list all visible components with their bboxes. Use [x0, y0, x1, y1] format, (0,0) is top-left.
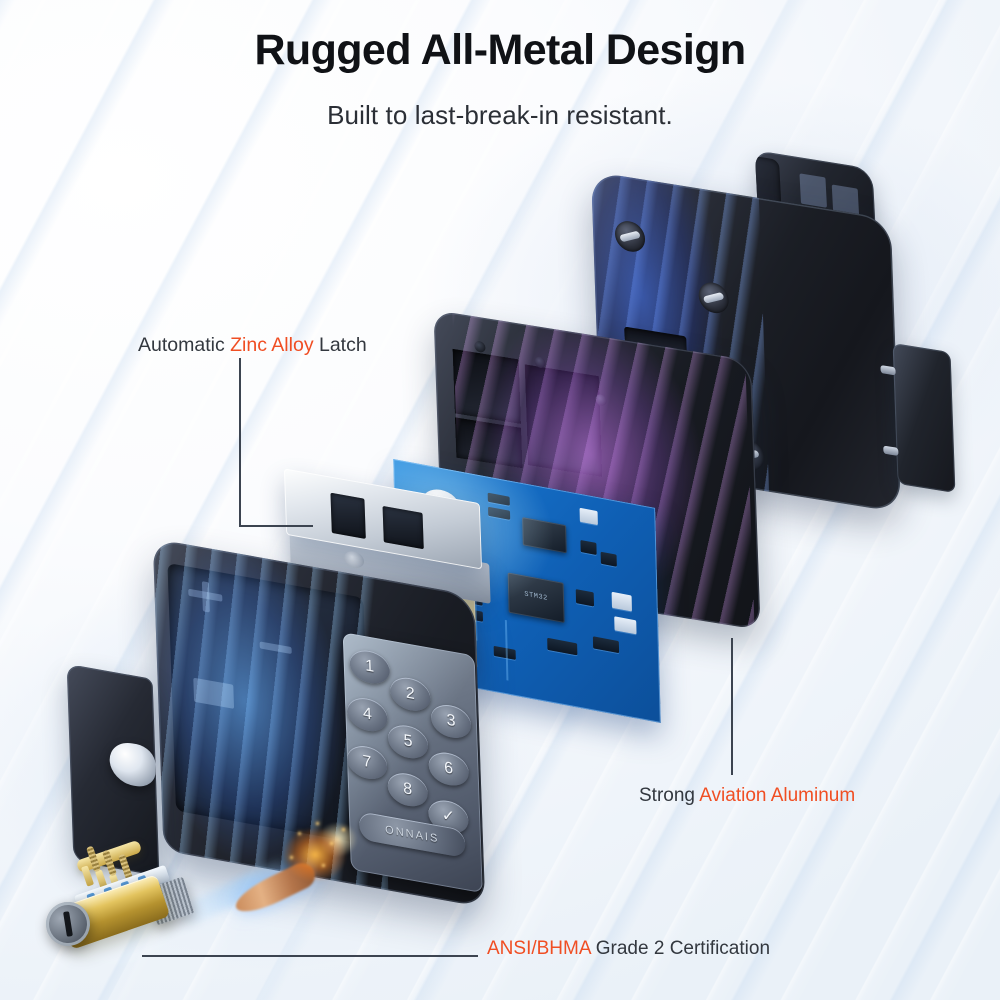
impact-sparks [268, 806, 380, 890]
latch-boss [343, 549, 365, 570]
side-cover-part [66, 663, 160, 877]
callout-aviation-aluminum: Strong Aviation Aluminum [639, 785, 855, 807]
side-bracket-part [880, 342, 956, 494]
callout-suffix: Latch [313, 334, 367, 356]
latch-notch [330, 492, 366, 539]
callout-prefix: Automatic [138, 334, 231, 356]
leader-line-zinc-alloy-latch [239, 358, 241, 526]
page-subtitle: Built to last-break-in resistant. [327, 100, 673, 130]
leader-line-zinc-alloy-latch [239, 525, 313, 527]
callout-suffix: Grade 2 Certification [590, 938, 771, 959]
callout-prefix: Strong [639, 785, 700, 806]
callout-highlight: Zinc Alloy [230, 334, 314, 356]
handle-rib [799, 173, 827, 208]
leader-line-ansi-bhma [142, 955, 478, 957]
page-title: Rugged All-Metal Design [254, 26, 746, 74]
callout-ansi-bhma: ANSI/BHMA Grade 2 Certification [487, 938, 770, 960]
callout-highlight: ANSI/BHMA [487, 938, 591, 959]
thumb-turn-knob [108, 739, 157, 790]
leader-line-aviation-aluminum [731, 638, 733, 775]
callout-highlight: Aviation Aluminum [699, 785, 856, 806]
keyway-slot [63, 911, 73, 937]
callout-zinc-alloy-latch: Automatic Zinc Alloy Latch [138, 334, 367, 357]
latch-notch [382, 505, 424, 550]
